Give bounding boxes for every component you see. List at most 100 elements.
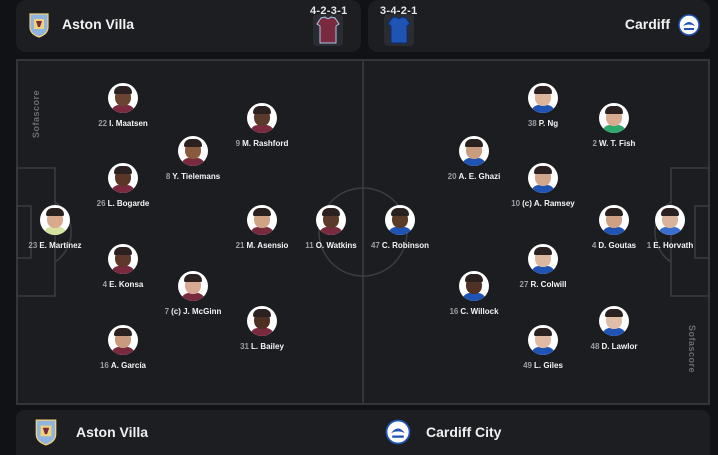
player-number: 48 xyxy=(590,342,600,351)
away-team-card[interactable]: 3-4-2-1 Cardiff xyxy=(368,0,710,52)
player-name: D. Goutas xyxy=(598,241,637,250)
player-avatar xyxy=(316,205,346,235)
player-avatar xyxy=(528,325,558,355)
player-name: C. Willock xyxy=(460,307,499,316)
home-kit-icon xyxy=(313,14,343,46)
away-kit-icon xyxy=(384,14,414,46)
player-avatar xyxy=(599,306,629,336)
footer-away-name[interactable]: Cardiff City xyxy=(426,424,502,440)
player-name: E. Martínez xyxy=(39,241,82,250)
player-name: Y. Tielemans xyxy=(172,172,221,181)
player-name: W. T. Fish xyxy=(599,139,636,148)
player-avatar xyxy=(385,205,415,235)
player-name: L. Giles xyxy=(534,361,563,370)
player-number: 21 xyxy=(235,241,245,250)
player-name: A. E. Ghazi xyxy=(458,172,501,181)
player-number: 27 xyxy=(519,280,529,289)
aston-villa-crest-icon xyxy=(35,419,57,446)
player-avatar xyxy=(528,163,558,193)
footer-teams: Aston Villa Cardiff City xyxy=(16,410,710,455)
player-name: L. Bogarde xyxy=(107,199,150,208)
player-name: D. Lawlor xyxy=(601,342,638,351)
player-name: O. Watkins xyxy=(315,241,357,250)
player-avatar xyxy=(655,205,685,235)
player-avatar xyxy=(599,103,629,133)
player-number: 11 xyxy=(305,241,314,250)
away-player[interactable]: 10(c) A. Ramsey xyxy=(493,163,593,208)
player-avatar xyxy=(459,136,489,166)
away-team-name: Cardiff xyxy=(624,16,670,32)
player-name: A. García xyxy=(110,361,147,370)
player-number: 7 xyxy=(164,307,170,316)
sofascore-watermark-away: Sofascore xyxy=(687,325,697,374)
player-number: 16 xyxy=(449,307,459,316)
home-team-name: Aston Villa xyxy=(62,16,135,32)
home-player[interactable]: 7(c) J. McGinn xyxy=(143,271,243,316)
player-name: R. Colwill xyxy=(530,280,567,289)
player-avatar xyxy=(108,83,138,113)
player-number: 4 xyxy=(591,241,597,250)
player-name: M. Rashford xyxy=(242,139,289,148)
cardiff-city-crest-icon xyxy=(678,14,700,36)
player-name: P. Ng xyxy=(538,119,559,128)
player-avatar xyxy=(528,244,558,274)
player-avatar xyxy=(599,205,629,235)
sofascore-watermark-home: Sofascore xyxy=(31,89,41,138)
player-avatar xyxy=(247,103,277,133)
player-avatar xyxy=(108,244,138,274)
player-avatar xyxy=(247,205,277,235)
player-name: L. Bailey xyxy=(251,342,284,351)
player-number: 1 xyxy=(646,241,652,250)
player-name: E. Konsa xyxy=(109,280,144,289)
player-number: 26 xyxy=(96,199,106,208)
player-avatar xyxy=(247,306,277,336)
player-name: E. Horvath xyxy=(653,241,694,250)
player-number: 49 xyxy=(523,361,532,370)
player-number: 47 xyxy=(370,241,380,250)
player-number: 4 xyxy=(102,280,108,289)
cardiff-city-crest-icon xyxy=(385,419,411,445)
aston-villa-crest-icon xyxy=(29,13,49,38)
player-number: 22 xyxy=(98,119,108,128)
footer-home-name[interactable]: Aston Villa xyxy=(76,424,149,440)
home-team-card[interactable]: Aston Villa 4-2-3-1 xyxy=(16,0,361,52)
player-label: 10(c) A. Ramsey xyxy=(493,199,593,208)
player-number: 20 xyxy=(447,172,457,181)
player-number: 31 xyxy=(240,342,249,351)
player-number: 9 xyxy=(235,139,241,148)
player-number: 10 xyxy=(511,199,521,208)
player-number: 2 xyxy=(592,139,597,148)
